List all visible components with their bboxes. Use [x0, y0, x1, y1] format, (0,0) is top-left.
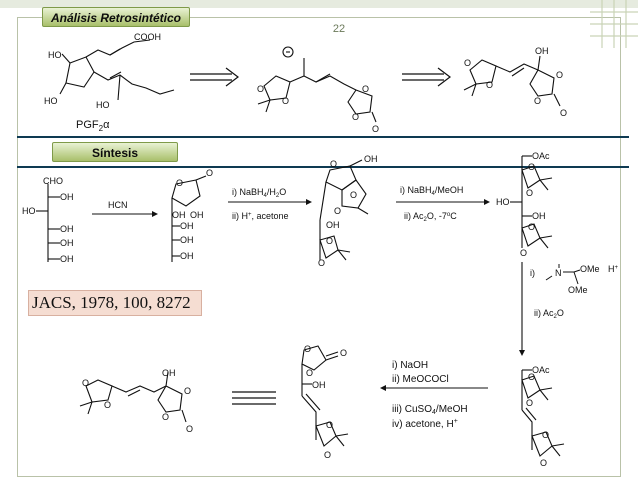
ho-label: HO: [44, 96, 58, 106]
svg-text:O: O: [330, 159, 337, 169]
svg-text:OH: OH: [60, 238, 74, 248]
svg-text:O: O: [464, 58, 471, 68]
section-divider-top: [17, 136, 629, 138]
svg-text:O: O: [306, 368, 313, 378]
svg-text:OH: OH: [190, 210, 204, 220]
svg-text:O: O: [206, 168, 213, 178]
svg-text:O: O: [186, 424, 193, 434]
citation-label: JACS, 1978, 100, 8272: [28, 290, 202, 316]
svg-text:CHO: CHO: [43, 176, 63, 186]
svg-text:ii) H+, acetone: ii) H+, acetone: [232, 211, 289, 221]
synthesis-header: Síntesis: [52, 142, 178, 162]
svg-text:OH: OH: [60, 192, 74, 202]
svg-text:N: N: [555, 268, 562, 278]
svg-text:OH: OH: [180, 251, 194, 261]
slide-frame: [17, 17, 621, 477]
svg-text:O: O: [528, 162, 535, 172]
svg-text:OH: OH: [172, 210, 186, 220]
svg-text:OH: OH: [60, 224, 74, 234]
svg-text:O: O: [326, 420, 333, 430]
svg-text:O: O: [560, 108, 567, 118]
svg-text:HCN: HCN: [108, 200, 128, 210]
svg-text:O: O: [326, 236, 333, 246]
svg-text:OH: OH: [364, 154, 378, 164]
ho-label: HO: [48, 50, 62, 60]
svg-text:O: O: [176, 178, 183, 188]
ho-label: HO: [96, 100, 110, 110]
svg-text:O: O: [372, 124, 379, 134]
svg-text:ii) MeOCOCl: ii) MeOCOCl: [392, 374, 449, 385]
svg-text:O: O: [282, 96, 289, 106]
page-number: 22: [332, 23, 346, 35]
svg-text:iii) CuSO4/MeOH: iii) CuSO4/MeOH: [392, 404, 468, 416]
svg-text:HO: HO: [496, 197, 510, 207]
svg-text:ii) Ac2O: ii) Ac2O: [534, 308, 564, 320]
svg-text:O: O: [104, 400, 111, 410]
svg-text:O: O: [318, 258, 325, 268]
top-bar: [0, 0, 638, 8]
svg-text:OAc: OAc: [532, 365, 550, 375]
svg-text:OMe: OMe: [580, 264, 600, 274]
svg-text:O: O: [534, 96, 541, 106]
svg-text:O: O: [352, 112, 359, 122]
svg-text:O: O: [334, 206, 341, 216]
svg-text:O: O: [486, 80, 493, 90]
svg-text:OH: OH: [180, 235, 194, 245]
svg-text:OH: OH: [162, 368, 176, 378]
oh-label: OH: [535, 46, 549, 56]
svg-text:O: O: [526, 188, 533, 198]
corner-grid-icon: [590, 0, 638, 48]
svg-text:OMe: OMe: [568, 285, 588, 295]
svg-text:O: O: [540, 458, 547, 468]
svg-text:O: O: [528, 222, 535, 232]
svg-text:O: O: [162, 412, 169, 422]
svg-text:OH: OH: [180, 221, 194, 231]
svg-text:O: O: [362, 84, 369, 94]
svg-text:OH: OH: [312, 380, 326, 390]
svg-text:OH: OH: [326, 220, 340, 230]
cyclopentane-ring: [65, 56, 95, 88]
svg-text:O: O: [324, 450, 331, 460]
svg-text:O: O: [542, 430, 549, 440]
svg-text:iv) acetone, H+: iv) acetone, H+: [392, 418, 458, 430]
svg-text:i) NaBH4/H2O: i) NaBH4/H2O: [232, 187, 286, 199]
svg-text:O: O: [304, 344, 311, 354]
svg-text:O: O: [556, 70, 563, 80]
svg-text:O: O: [340, 348, 347, 358]
pgf-label: PGF2α: [76, 119, 110, 133]
svg-text:i) NaOH: i) NaOH: [392, 360, 428, 371]
svg-text:H+: H+: [608, 264, 619, 274]
svg-text:O: O: [520, 248, 527, 258]
svg-text:i): i): [530, 268, 535, 278]
svg-text:i) NaBH4/MeOH: i) NaBH4/MeOH: [400, 185, 463, 197]
svg-text:OAc: OAc: [532, 151, 550, 161]
svg-text:OH: OH: [532, 211, 546, 221]
cooh-label: COOH: [134, 32, 161, 42]
svg-text:O: O: [528, 372, 535, 382]
retrosynthesis-header: Análisis Retrosintético: [42, 7, 190, 27]
section-divider-bottom: [17, 166, 629, 168]
svg-text:ii) Ac2O, -7oC: ii) Ac2O, -7oC: [404, 211, 457, 223]
svg-text:HO: HO: [22, 206, 36, 216]
svg-text:O: O: [184, 386, 191, 396]
svg-text:OH: OH: [60, 254, 74, 264]
svg-text:O: O: [257, 84, 264, 94]
svg-text:O: O: [526, 398, 533, 408]
svg-text:O: O: [82, 378, 89, 388]
svg-text:O: O: [350, 190, 357, 200]
